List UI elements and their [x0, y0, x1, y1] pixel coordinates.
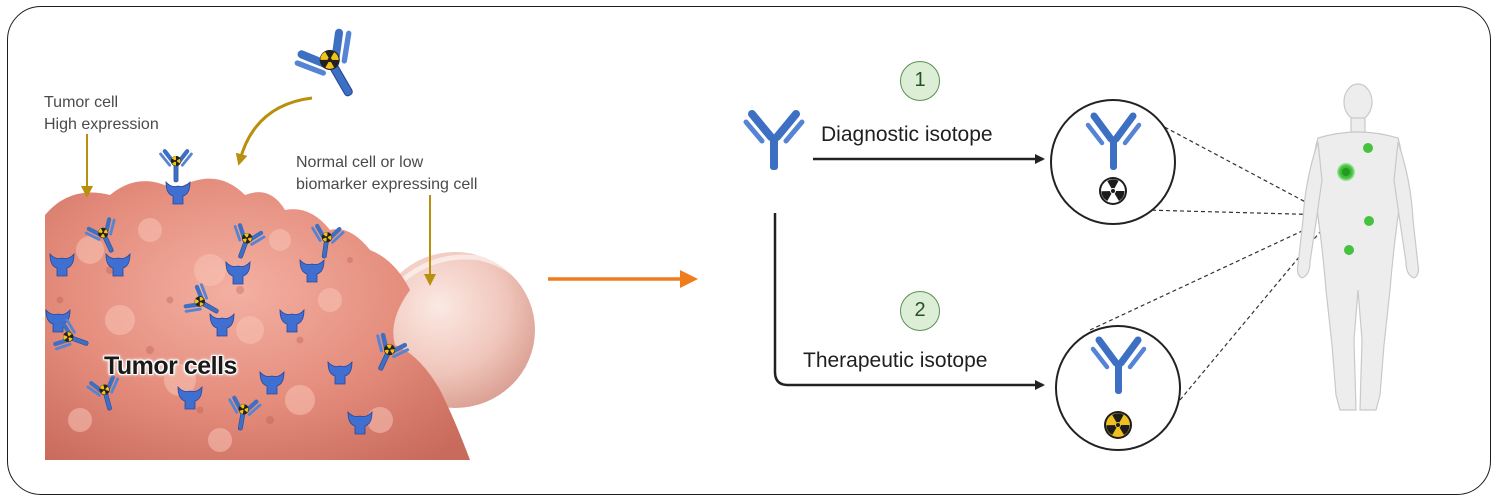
antibody-icon [743, 110, 805, 170]
tumor-cell-label: Tumor cell High expression [44, 92, 159, 136]
step-2-badge: 2 [900, 291, 940, 331]
diagnostic-radiation-icon [1099, 177, 1127, 205]
human-body-icon [1296, 83, 1420, 411]
tumor-cell-label-line2: High expression [44, 116, 159, 133]
projection-lines [1089, 113, 1331, 401]
tumor-hotspots [1337, 143, 1374, 255]
diagnostic-antibody-circle [1050, 99, 1176, 225]
diagnostic-isotope-label: Diagnostic isotope [821, 123, 993, 146]
therapeutic-arrow [773, 213, 1045, 390]
tumor-cell-label-line1: Tumor cell [44, 94, 119, 111]
tumor-cells-label: Tumor cells [104, 352, 237, 380]
tumor-tissue-illustration [45, 29, 538, 461]
transition-arrow-head [680, 270, 698, 288]
normal-cell-label-line1: Normal cell or low [296, 154, 424, 171]
normal-cell-label-line2: biomarker expressing cell [296, 176, 478, 193]
therapeutic-isotope-label: Therapeutic isotope [803, 349, 988, 372]
therapeutic-antibody-circle [1055, 325, 1181, 451]
therapeutic-radiation-icon [1104, 411, 1132, 439]
normal-cell-label: Normal cell or low biomarker expressing … [296, 152, 477, 196]
binding-arrow [235, 96, 313, 166]
step-1-badge: 1 [900, 61, 940, 101]
